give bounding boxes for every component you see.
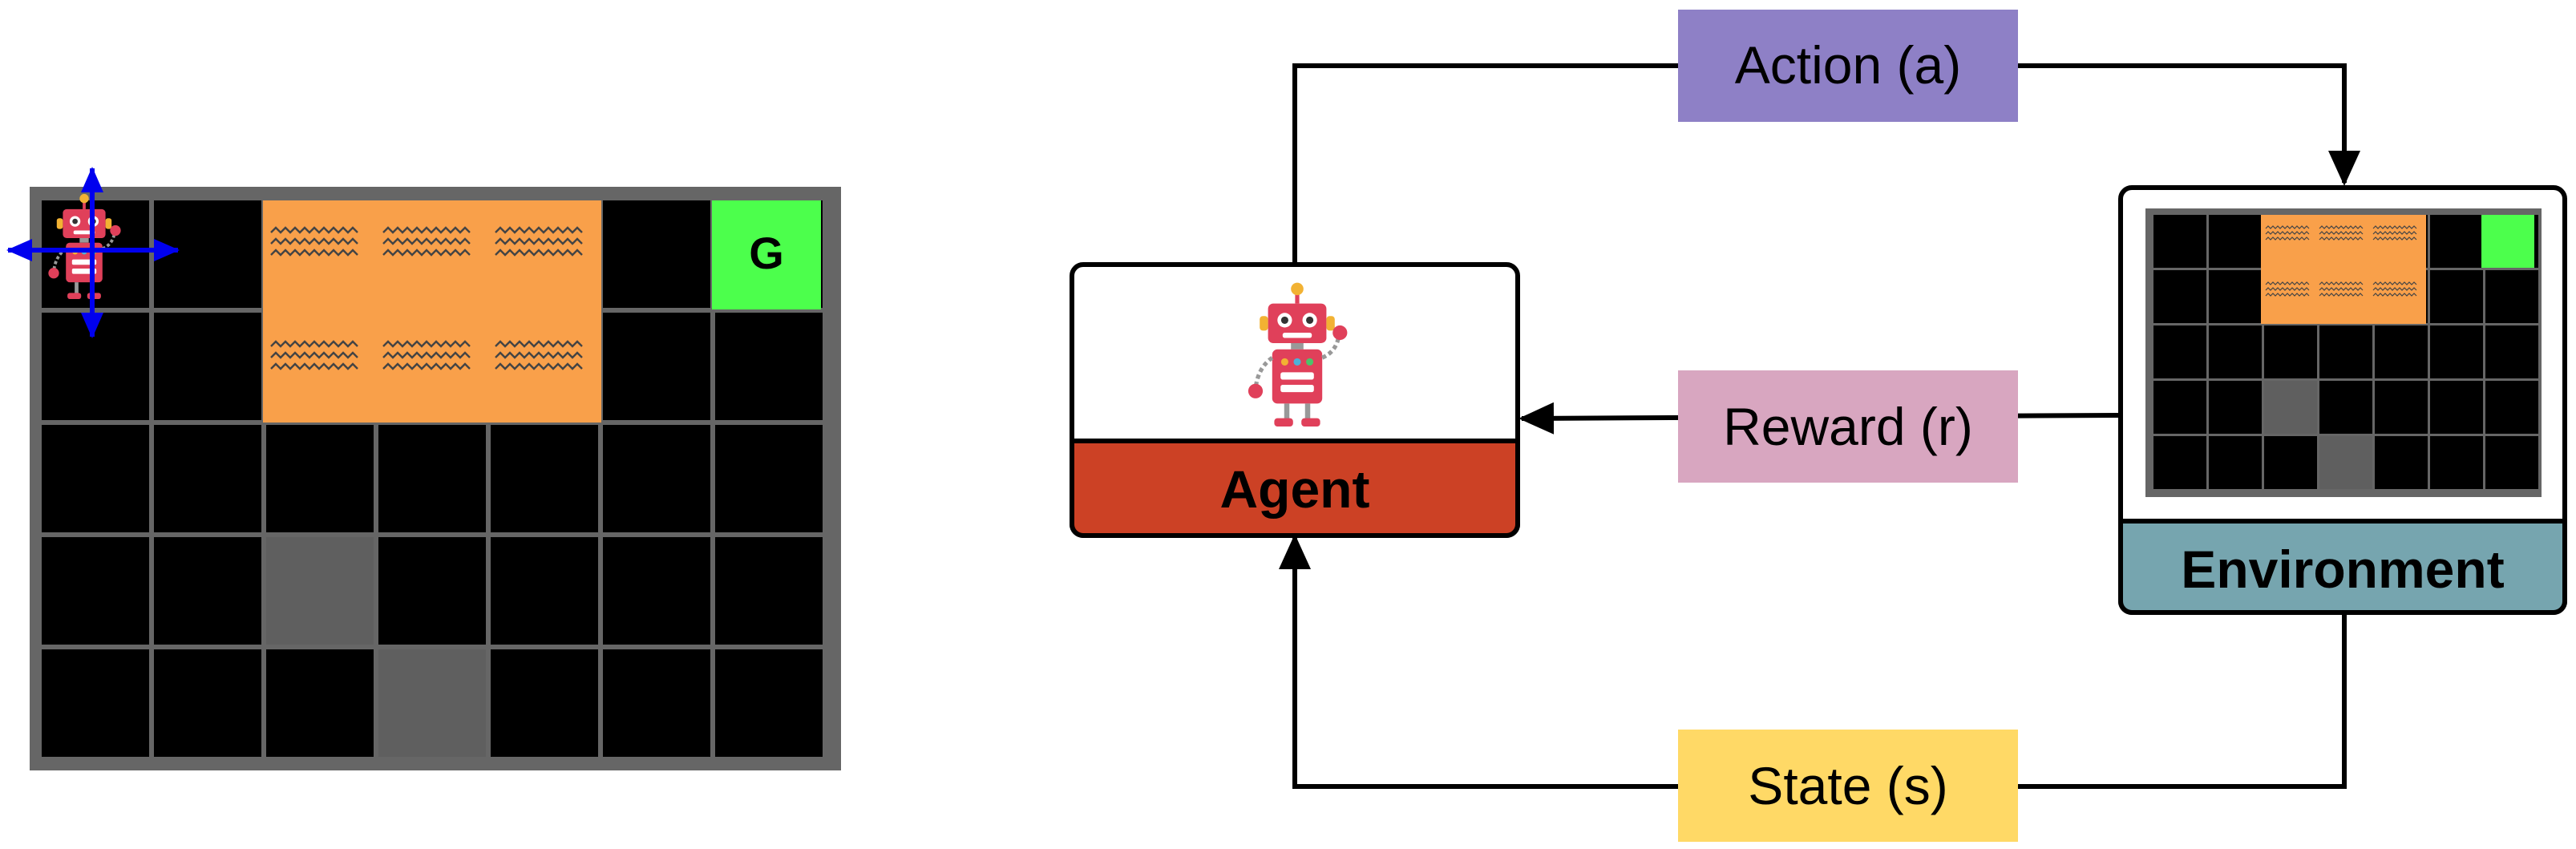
- grid-cell: [2153, 381, 2206, 434]
- state-box: State (s): [1678, 730, 2018, 842]
- hazard-region: [2261, 215, 2426, 324]
- grid-cell: [2209, 436, 2262, 489]
- grid-cell: [2264, 325, 2317, 378]
- action-box: Action (a): [1678, 10, 2018, 122]
- grid-cell: [42, 649, 149, 757]
- grid-cell: [42, 313, 149, 420]
- reward-box: Reward (r): [1678, 370, 2018, 483]
- grid-cell: [2209, 325, 2262, 378]
- goal-cell: [2481, 215, 2534, 268]
- environment-gridworld: [2145, 208, 2542, 497]
- grid-cell: [2375, 436, 2428, 489]
- grid-cell: [2430, 270, 2483, 323]
- grid-cell: [2430, 325, 2483, 378]
- reward-label: Reward (r): [1723, 397, 1973, 456]
- grid-cell: [154, 537, 261, 645]
- grid-cell: [2153, 270, 2206, 323]
- grid-cell: [2485, 436, 2538, 489]
- grid-cell: [42, 425, 149, 532]
- grid-cell: [2153, 215, 2206, 268]
- grid-cell: [2375, 381, 2428, 434]
- grid-cell: [2264, 436, 2317, 489]
- grid-cell: [2430, 215, 2483, 268]
- grid-cell: [603, 313, 710, 420]
- grid-cell: [491, 537, 598, 645]
- environment-box: Environment: [2118, 185, 2567, 615]
- hazard-region: [263, 200, 601, 422]
- grid-cell: [715, 537, 823, 645]
- goal-cell: G: [712, 200, 821, 309]
- grid-cell: [154, 313, 261, 420]
- grid-cell: [2153, 436, 2206, 489]
- grid-cell: [378, 425, 486, 532]
- agent-label: Agent: [1220, 459, 1370, 519]
- grid-cell: [266, 649, 374, 757]
- grid-cell: [2485, 381, 2538, 434]
- wall-cell: [2319, 436, 2372, 489]
- grid-cell: [378, 537, 486, 645]
- gridworld: G: [6, 167, 841, 770]
- grid-cell: [2209, 381, 2262, 434]
- agent-box: Agent: [1070, 262, 1520, 538]
- grid-cell: [715, 425, 823, 532]
- grid-cell: [2153, 325, 2206, 378]
- grid-cell: [715, 313, 823, 420]
- action-label: Action (a): [1735, 35, 1961, 95]
- grid-cell: [42, 537, 149, 645]
- grid-cell: [2430, 381, 2483, 434]
- grid-cell: [2209, 270, 2262, 323]
- grid-cell: [2485, 270, 2538, 323]
- goal-label: G: [749, 228, 784, 278]
- environment-label: Environment: [2181, 540, 2504, 599]
- grid-cell: [2430, 436, 2483, 489]
- grid-cell: [2319, 381, 2372, 434]
- grid-cell: [491, 425, 598, 532]
- grid-cell: [154, 649, 261, 757]
- grid-cell: [2375, 325, 2428, 378]
- grid-cell: [266, 425, 374, 532]
- grid-cell: [491, 649, 598, 757]
- grid-cell: [603, 425, 710, 532]
- grid-cell: [154, 425, 261, 532]
- grid-cell: [154, 200, 261, 308]
- grid-cell: [603, 200, 710, 308]
- grid-cell: [603, 649, 710, 757]
- state-label: State (s): [1748, 756, 1947, 815]
- grid-cell: [603, 537, 710, 645]
- grid-cell: [715, 649, 823, 757]
- grid-cell: [2319, 325, 2372, 378]
- wall-cell: [378, 649, 486, 757]
- grid-cell: [2485, 325, 2538, 378]
- wall-cell: [266, 537, 374, 645]
- wall-cell: [2264, 381, 2317, 434]
- grid-cell: [2209, 215, 2262, 268]
- move-arrows-icon: [6, 167, 180, 338]
